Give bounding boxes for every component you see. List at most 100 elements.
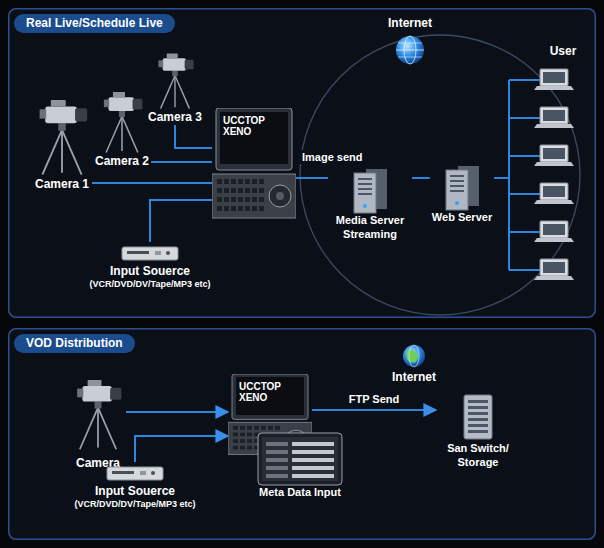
camera-icon — [119, 111, 125, 117]
input-source: Input Souerce(VCR/DVD/DV/Tape/MP3 etc) — [88, 242, 213, 290]
node-label: Camera 1 — [34, 177, 90, 192]
globe-icon — [398, 57, 422, 58]
panel-tab: VOD Distribution — [14, 334, 135, 353]
server-icon — [363, 204, 367, 208]
laptop-bus — [509, 117, 540, 119]
region-label: Internet — [386, 16, 434, 30]
camera-icon — [167, 54, 178, 59]
camera-icon — [97, 408, 99, 448]
laptop-bus — [509, 155, 540, 157]
console-art — [217, 206, 222, 211]
laptop-bus — [509, 193, 540, 195]
panel-ground — [8, 8, 596, 318]
laptop-bus — [534, 86, 574, 90]
metadata-window — [292, 458, 334, 462]
storage-icon — [468, 430, 488, 433]
metadata-window — [266, 466, 288, 470]
connector — [296, 177, 328, 179]
vcr-icon — [151, 471, 155, 475]
camera-icon — [121, 116, 123, 151]
console-art — [233, 446, 238, 450]
console-art — [233, 439, 238, 443]
console-art — [231, 179, 236, 184]
metadata-node: Meta Data Input — [255, 432, 345, 500]
laptop-bus — [540, 145, 568, 162]
console-art — [238, 179, 243, 184]
camera-icon — [88, 380, 102, 386]
node-sublabel: (VCR/DVD/DV/Tape/MP3 etc) — [75, 499, 196, 510]
metadata-window — [292, 474, 334, 478]
node-label: Camera 3 — [148, 110, 202, 125]
metadata-window — [292, 466, 334, 470]
laptop-bus — [543, 148, 565, 159]
camera-icon — [175, 76, 189, 109]
laptop-bus — [543, 262, 565, 273]
camera-icon — [104, 100, 109, 108]
metadata-window — [262, 437, 338, 481]
console-art — [269, 185, 291, 207]
camera-icon — [62, 130, 82, 175]
camera-node: Camera — [70, 368, 126, 471]
camera-icon — [58, 123, 65, 130]
camera-node: Camera 1 — [32, 92, 92, 192]
console-art — [238, 206, 243, 211]
globe-icon — [409, 345, 419, 367]
node-label: Camera 2 — [95, 154, 149, 169]
console-art — [247, 433, 252, 437]
console-art — [261, 426, 266, 430]
camera-icon — [174, 76, 175, 108]
console-art — [245, 197, 250, 202]
console-art — [247, 439, 252, 443]
storage-node: San Switch/ Storage — [436, 392, 520, 470]
server-icon — [358, 193, 372, 195]
camera-icon — [148, 48, 202, 110]
camera-icon — [97, 86, 147, 154]
server-icon — [354, 173, 376, 213]
connector — [135, 436, 228, 462]
server-icon — [455, 201, 459, 205]
camera-icon — [133, 99, 143, 110]
laptop-bus — [543, 224, 565, 235]
metadata-window — [266, 458, 288, 462]
console-art — [240, 446, 245, 450]
console-art — [245, 179, 250, 184]
node-label: User — [536, 44, 590, 59]
globe-icon — [403, 345, 425, 367]
metadata-window — [258, 433, 342, 485]
server-icon — [442, 165, 482, 211]
console-art — [238, 197, 243, 202]
storage-icon — [458, 392, 498, 442]
camera-icon — [161, 76, 175, 109]
console-art — [276, 192, 284, 200]
vcr-icon — [107, 467, 163, 480]
globe-icon — [396, 36, 424, 64]
console-art — [254, 426, 259, 430]
console-art — [217, 179, 222, 184]
panel-tab: Real Live/Schedule Live — [14, 14, 175, 33]
edge-label: Image send — [300, 150, 365, 164]
server-node: Web Server — [430, 165, 494, 225]
camera-icon — [172, 71, 178, 77]
node-label: San Switch/ Storage — [438, 442, 518, 470]
globe-icon — [406, 350, 418, 363]
camera-icon — [110, 388, 121, 400]
console-art — [233, 426, 238, 430]
laptop-bus — [509, 269, 540, 271]
console-art — [252, 179, 257, 184]
camera-icon — [108, 97, 134, 111]
camera-node: Camera 2 — [93, 86, 151, 169]
console-art — [217, 188, 222, 193]
laptop-bus — [508, 80, 510, 270]
server-icon — [350, 168, 390, 214]
console-art — [233, 433, 238, 437]
camera-icon — [80, 408, 98, 450]
laptop-bus — [509, 79, 540, 81]
globe-icon — [396, 36, 424, 64]
console-art — [252, 188, 257, 193]
server-icon — [450, 175, 464, 177]
console-art — [259, 188, 264, 193]
console-art — [236, 377, 304, 415]
camera-icon — [158, 60, 163, 67]
console-art — [245, 188, 250, 193]
